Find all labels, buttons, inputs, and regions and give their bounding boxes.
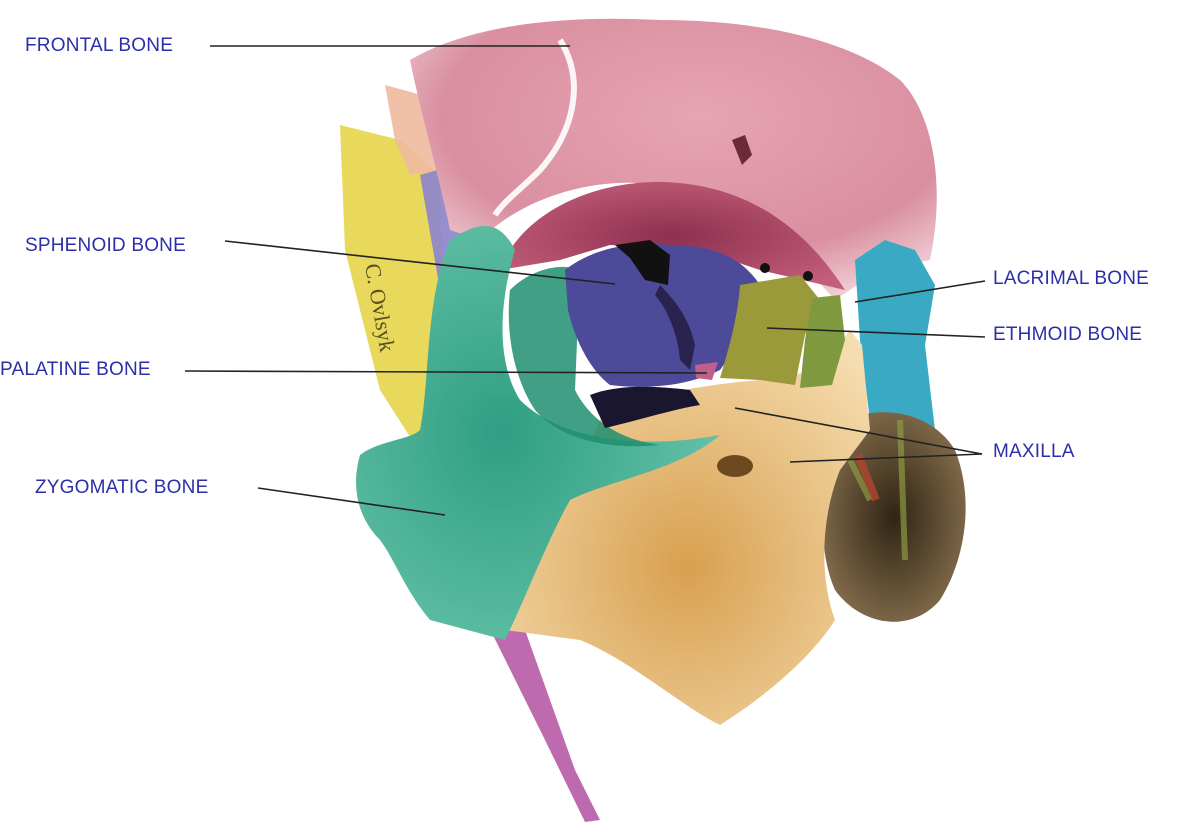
label-maxilla: MAXILLA [993,441,1075,462]
temporal-bone-yellow [340,125,445,440]
supraorbital-notch [732,135,752,165]
label-palatine-bone: PALATINE BONE [0,359,151,380]
lacrimal-bone-region [800,295,845,388]
label-zygomatic-bone: ZYGOMATIC BONE [35,477,209,498]
leader-maxilla-1 [734,407,983,455]
optic-canal [615,240,670,285]
maxilla-region [505,330,870,725]
palatine-bone-patch [695,362,718,380]
superior-orbital-fissure [655,285,695,370]
label-ethmoid-bone: ETHMOID BONE [993,324,1143,345]
leader-sphenoid [224,240,616,285]
foramen-dot-1 [760,263,770,273]
frontal-bone-region [410,18,937,300]
leader-maxilla-2 [789,453,983,463]
label-frontal-bone: FRONTAL BONE [25,35,174,56]
zygomatic-bone-region [356,226,720,641]
foramen-dot-2 [803,271,813,281]
mandible-process [488,625,600,822]
nasal-cavity-detail [847,419,908,561]
inferior-orbital-fissure [590,386,700,428]
label-lacrimal-bone: LACRIMAL BONE [993,268,1150,289]
frontal-suture [492,38,577,217]
leader-lacrimal [854,280,986,303]
infraorbital-foramen [717,455,753,477]
ethmoid-bone-region [720,275,820,385]
orbit-roof [500,181,845,290]
label-sphenoid-bone: SPHENOID BONE [25,235,186,256]
leader-ethmoid [766,327,986,338]
orbit-floor-green [508,266,660,447]
sphenoid-bone-region [565,243,760,387]
nasal-bone [855,240,935,440]
nasal-cavity-red [854,453,880,502]
leader-palatine [184,370,708,374]
leader-lines [184,45,986,516]
leader-zygomatic [257,487,446,516]
